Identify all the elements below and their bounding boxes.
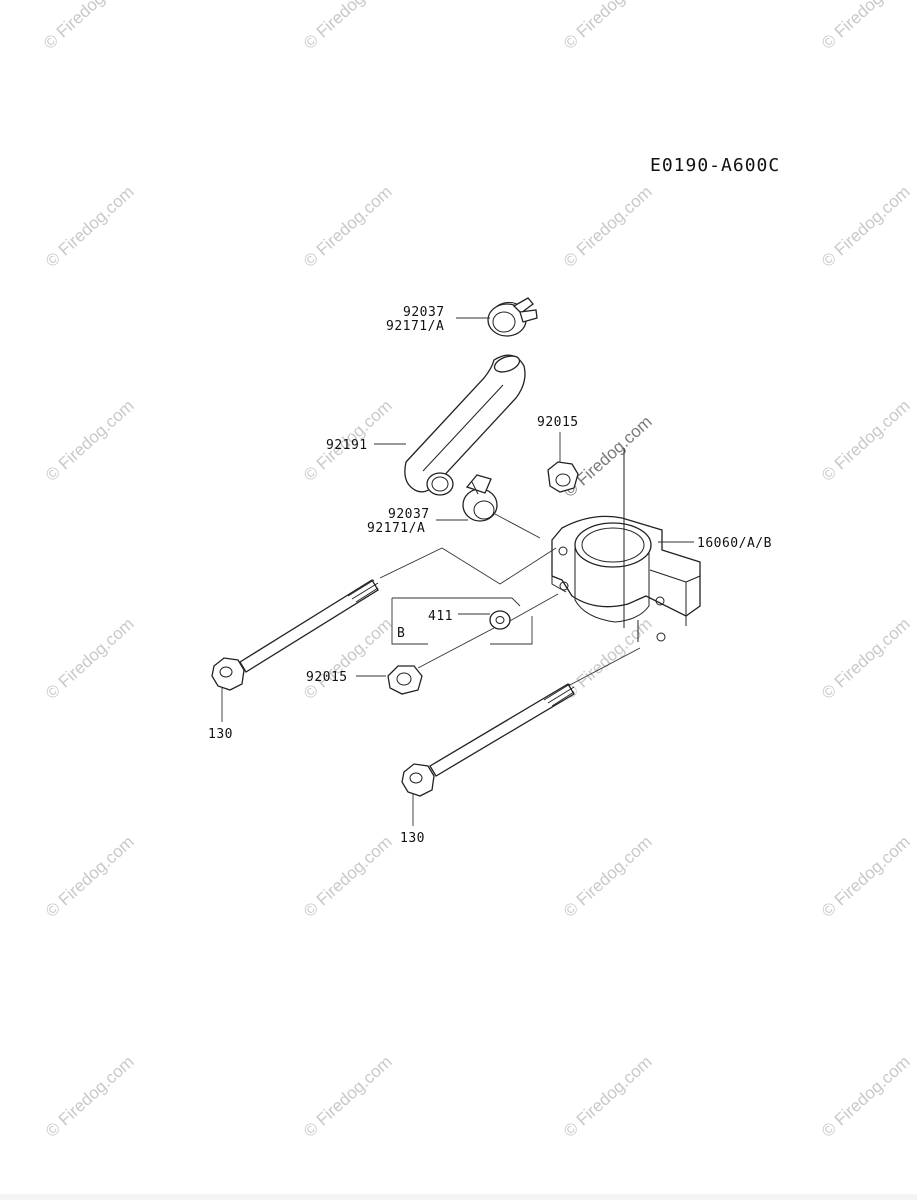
washer — [489, 610, 511, 630]
assembly-line — [507, 593, 559, 623]
group-b-bracket — [391, 597, 533, 645]
label-washer: 411 — [428, 609, 453, 624]
label-bolt-right: 130 — [400, 831, 425, 846]
bolt-right — [401, 683, 575, 797]
watermark: © Firedog.com — [300, 1052, 396, 1141]
thermostat-housing — [551, 448, 701, 642]
watermark: © Firedog.com — [560, 1052, 656, 1141]
label-bolt-left: 130 — [208, 727, 233, 742]
label-hose: 92191 — [326, 438, 368, 453]
flange-nut-top — [547, 461, 579, 493]
label-clamp-top-a: 92037 — [403, 305, 445, 320]
flange-nut-low — [387, 665, 423, 695]
label-clamp-mid-b: 92171/A — [367, 521, 425, 536]
assembly-line — [417, 627, 495, 669]
watermark: © Firedog.com — [300, 182, 396, 271]
label-housing: 16060/A/B — [697, 536, 772, 551]
watermark: © Firedog.com — [560, 182, 656, 271]
watermark: © Firedog.com — [818, 832, 914, 921]
watermark: © Firedog.com — [818, 396, 914, 485]
watermark-layer: © Firedog.com © Firedog.com © Firedog.co… — [40, 0, 914, 1141]
label-clamp-mid-a: 92037 — [388, 507, 430, 522]
watermark: © Firedog.com — [560, 614, 656, 703]
leader-line — [494, 513, 541, 539]
bottom-strip — [0, 1194, 917, 1200]
watermark: © Firedog.com — [42, 832, 138, 921]
hose-clamp-mid — [462, 474, 498, 522]
assembly-line — [567, 647, 641, 687]
hose-clamp-top — [487, 297, 538, 337]
diagram-code: E0190-A600C — [650, 155, 780, 176]
label-group-b: B — [397, 626, 405, 641]
label-nut-low: 92015 — [306, 670, 348, 685]
watermark: © Firedog.com — [40, 0, 136, 53]
watermark: © Firedog.com — [818, 1052, 914, 1141]
watermark: © Firedog.com — [818, 182, 914, 271]
watermark: © Firedog.com — [42, 614, 138, 703]
watermark: © Firedog.com — [560, 832, 656, 921]
watermark: © Firedog.com — [300, 832, 396, 921]
watermark: © Firedog.com — [818, 0, 914, 53]
watermark: © Firedog.com — [560, 0, 656, 53]
watermark: © Firedog.com — [42, 1052, 138, 1141]
label-nut-top: 92015 — [537, 415, 579, 430]
watermark: © Firedog.com — [42, 396, 138, 485]
assembly-line — [379, 547, 557, 585]
coolant-hose — [404, 354, 526, 496]
watermark: © Firedog.com — [818, 614, 914, 703]
label-clamp-top-b: 92171/A — [386, 319, 444, 334]
watermark: © Firedog.com — [42, 182, 138, 271]
watermark: © Firedog.com — [300, 0, 396, 53]
bolt-left — [211, 579, 379, 691]
